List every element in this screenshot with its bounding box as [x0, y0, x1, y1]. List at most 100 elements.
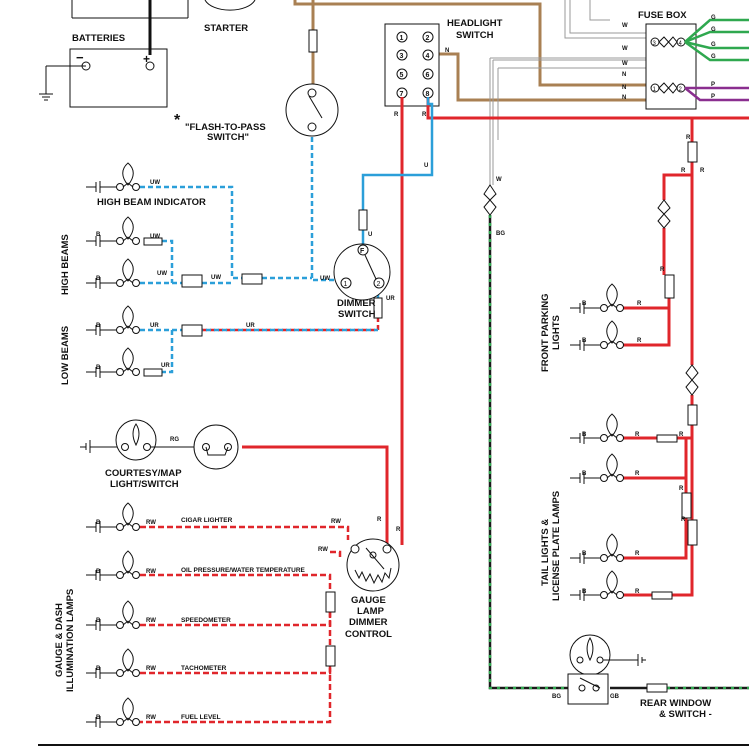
- black-green-wire: [488, 215, 749, 690]
- gauge-dash-label-2: ILLUMINATION LAMPS: [65, 589, 76, 692]
- gauge-ctrl-label-1: GAUGE: [351, 595, 386, 606]
- svg-text:B: B: [96, 715, 101, 721]
- svg-text:R: R: [637, 301, 642, 307]
- svg-text:1: 1: [344, 281, 348, 288]
- svg-text:1: 1: [653, 87, 657, 93]
- svg-text:UW: UW: [150, 234, 160, 240]
- lamp-plate-1: [570, 533, 624, 564]
- svg-text:R: R: [377, 517, 382, 523]
- svg-text:G: G: [711, 27, 716, 33]
- svg-text:4: 4: [426, 53, 430, 60]
- svg-text:4: 4: [679, 41, 683, 47]
- svg-text:2: 2: [377, 281, 381, 288]
- svg-text:B: B: [96, 520, 101, 526]
- gauge-ctrl-label-3: DIMMER: [349, 617, 388, 628]
- svg-text:N: N: [622, 95, 626, 101]
- lamp-group-right: [570, 283, 624, 601]
- lamp-speedometer: [86, 600, 140, 631]
- svg-text:RW: RW: [146, 569, 156, 575]
- fuse-box: FUSE BOX 3 4 1 2 W W W N N N: [622, 10, 697, 110]
- svg-text:B: B: [96, 232, 101, 238]
- courtesy-light: RG COURTESY/MAP LIGHT/SWITCH: [80, 419, 239, 490]
- brown-wires: [293, 0, 646, 102]
- svg-text:B: B: [96, 666, 101, 672]
- svg-text:UW: UW: [157, 271, 167, 277]
- headlight-switch-label-2: SWITCH: [456, 30, 494, 41]
- svg-text:3: 3: [400, 53, 404, 60]
- flash-label-2: SWITCH": [207, 132, 249, 143]
- fuse-box-label: FUSE BOX: [638, 10, 687, 21]
- svg-text:B: B: [96, 618, 101, 624]
- white-wires: [489, 0, 646, 185]
- red-white-wires: [140, 525, 350, 724]
- front-parking-label-1: FRONT PARKING: [540, 294, 551, 372]
- svg-text:R: R: [681, 517, 686, 523]
- tail-lights-label-1: TAIL LIGHTS &: [540, 519, 551, 586]
- svg-text:R: R: [635, 432, 640, 438]
- gauge-ctrl-label-2: LAMP: [357, 606, 385, 617]
- svg-text:W: W: [496, 177, 502, 183]
- lamp-oil-water: [86, 550, 140, 581]
- svg-text:B: B: [96, 276, 101, 282]
- lamp-plate-2: [570, 570, 624, 601]
- svg-text:UW: UW: [211, 275, 221, 281]
- svg-text:R: R: [635, 471, 640, 477]
- svg-text:R: R: [681, 168, 686, 174]
- rear-window-label-1: REAR WINDOW: [640, 698, 711, 709]
- gauge-dash-label-1: GAUGE & DASH: [54, 603, 65, 677]
- svg-text:R: R: [635, 551, 640, 557]
- svg-text:UR: UR: [161, 363, 170, 369]
- high-beams-label: HIGH BEAMS: [60, 234, 71, 295]
- svg-text:G: G: [711, 15, 716, 21]
- fuse-flash: [308, 29, 318, 53]
- svg-text:R: R: [660, 267, 665, 273]
- courtesy-label-2: LIGHT/SWITCH: [110, 479, 179, 490]
- lamp-high-beam-2: [86, 258, 140, 289]
- svg-text:1: 1: [400, 35, 404, 42]
- svg-text:R: R: [396, 527, 401, 533]
- svg-text:N: N: [622, 72, 626, 78]
- svg-text:R: R: [679, 432, 684, 438]
- svg-text:7: 7: [400, 91, 404, 98]
- svg-text:G: G: [711, 54, 716, 60]
- svg-text:GB: GB: [610, 694, 620, 700]
- svg-text:R: R: [635, 589, 640, 595]
- svg-text:G: G: [711, 42, 716, 48]
- red-wires: [242, 97, 749, 597]
- svg-text:RW: RW: [318, 547, 328, 553]
- svg-text:UW: UW: [320, 276, 330, 282]
- svg-text:6: 6: [426, 72, 430, 79]
- dimmer-label-2: SWITCH: [338, 309, 376, 320]
- svg-text:W: W: [622, 46, 628, 52]
- green-purple-wires: [684, 18, 749, 102]
- lamp-low-beam-1: [86, 305, 140, 336]
- svg-text:RW: RW: [146, 666, 156, 672]
- fuel-label: FUEL LEVEL: [181, 714, 221, 721]
- dimmer-label-1: DIMMER: [337, 298, 376, 309]
- svg-text:+: +: [143, 52, 150, 66]
- rear-window-switch: BG GB REAR WINDOW & SWITCH -: [552, 634, 712, 720]
- lamp-front-parking-1: [570, 283, 624, 314]
- svg-text:W: W: [622, 23, 628, 29]
- svg-text:W: W: [622, 61, 628, 67]
- batteries: BATTERIES − +: [39, 0, 189, 108]
- lamp-high-beam-indicator: [86, 162, 140, 193]
- lamp-front-parking-2: [570, 320, 624, 351]
- speedo-label: SPEEDOMETER: [181, 617, 231, 624]
- high-beam-indicator-label: HIGH BEAM INDICATOR: [97, 197, 206, 208]
- low-beams-label: LOW BEAMS: [60, 326, 71, 385]
- tacho-label: TACHOMETER: [181, 665, 227, 672]
- lamp-tail-1: [570, 413, 624, 444]
- courtesy-label-1: COURTESY/MAP: [105, 468, 182, 479]
- bullet-connectors: [483, 184, 699, 396]
- wire-code-labels: UW UW UW UW UW U U UR UR UR UR B B B B B…: [96, 135, 705, 721]
- inline-connectors: [143, 141, 698, 693]
- svg-text:RW: RW: [146, 520, 156, 526]
- svg-text:−: −: [76, 50, 84, 65]
- flash-star: *: [174, 112, 181, 129]
- cigar-label: CIGAR LIGHTER: [181, 517, 233, 524]
- svg-text:5: 5: [400, 72, 404, 79]
- svg-text:P: P: [711, 82, 715, 88]
- blue-white-wires: [140, 137, 380, 374]
- svg-text:BG: BG: [552, 694, 561, 700]
